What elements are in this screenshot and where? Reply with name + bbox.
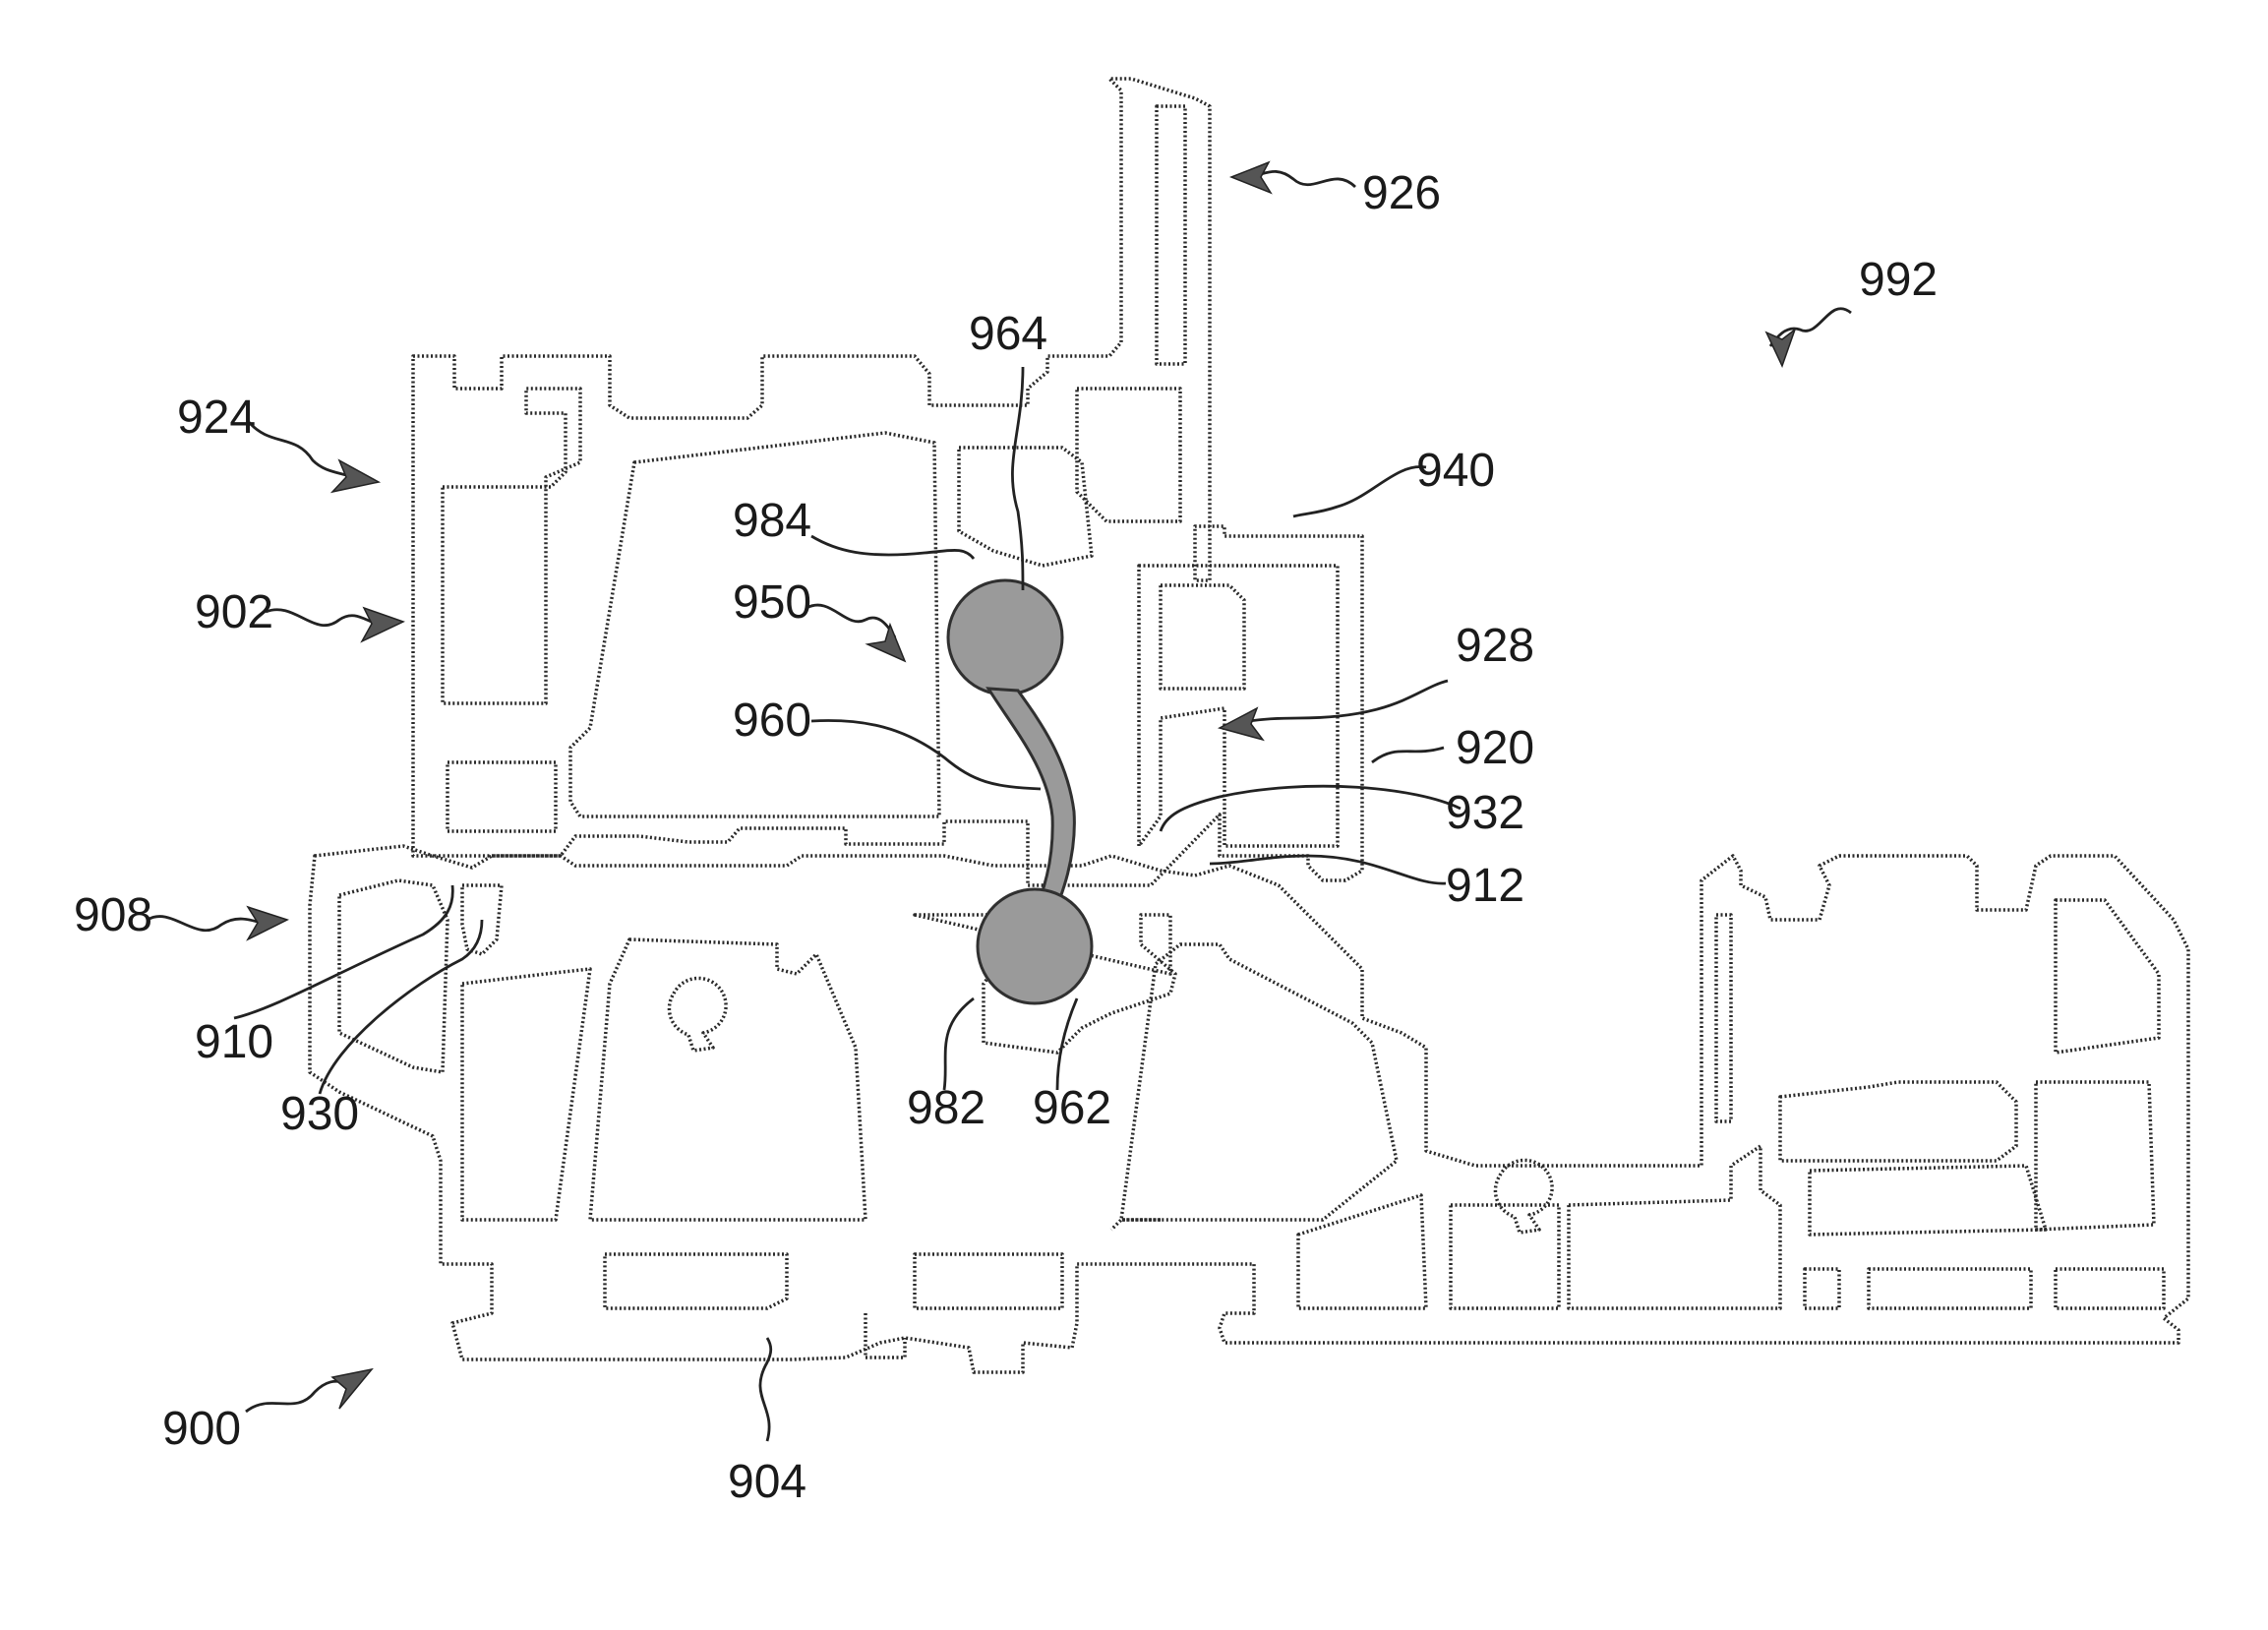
gasket-950 (948, 580, 1092, 1003)
label-982: 982 (907, 1082, 985, 1134)
label-910: 910 (195, 1016, 273, 1068)
label-928: 928 (1456, 620, 1534, 672)
label-950: 950 (733, 576, 811, 629)
label-932: 932 (1446, 787, 1524, 839)
label-962: 962 (1033, 1082, 1111, 1134)
main-frame-900 (310, 846, 2188, 1372)
label-912: 912 (1446, 860, 1524, 912)
label-902: 902 (195, 586, 273, 638)
label-992: 992 (1859, 254, 1938, 306)
sash-frame-902 (413, 79, 1362, 885)
label-930: 930 (280, 1088, 359, 1140)
label-900: 900 (162, 1403, 241, 1455)
label-924: 924 (177, 392, 256, 444)
label-964: 964 (969, 308, 1047, 360)
label-960: 960 (733, 694, 811, 747)
label-984: 984 (733, 495, 811, 547)
label-908: 908 (74, 889, 152, 941)
label-920: 920 (1456, 722, 1534, 774)
label-926: 926 (1362, 167, 1441, 219)
label-940: 940 (1416, 445, 1495, 497)
label-904: 904 (728, 1456, 806, 1508)
